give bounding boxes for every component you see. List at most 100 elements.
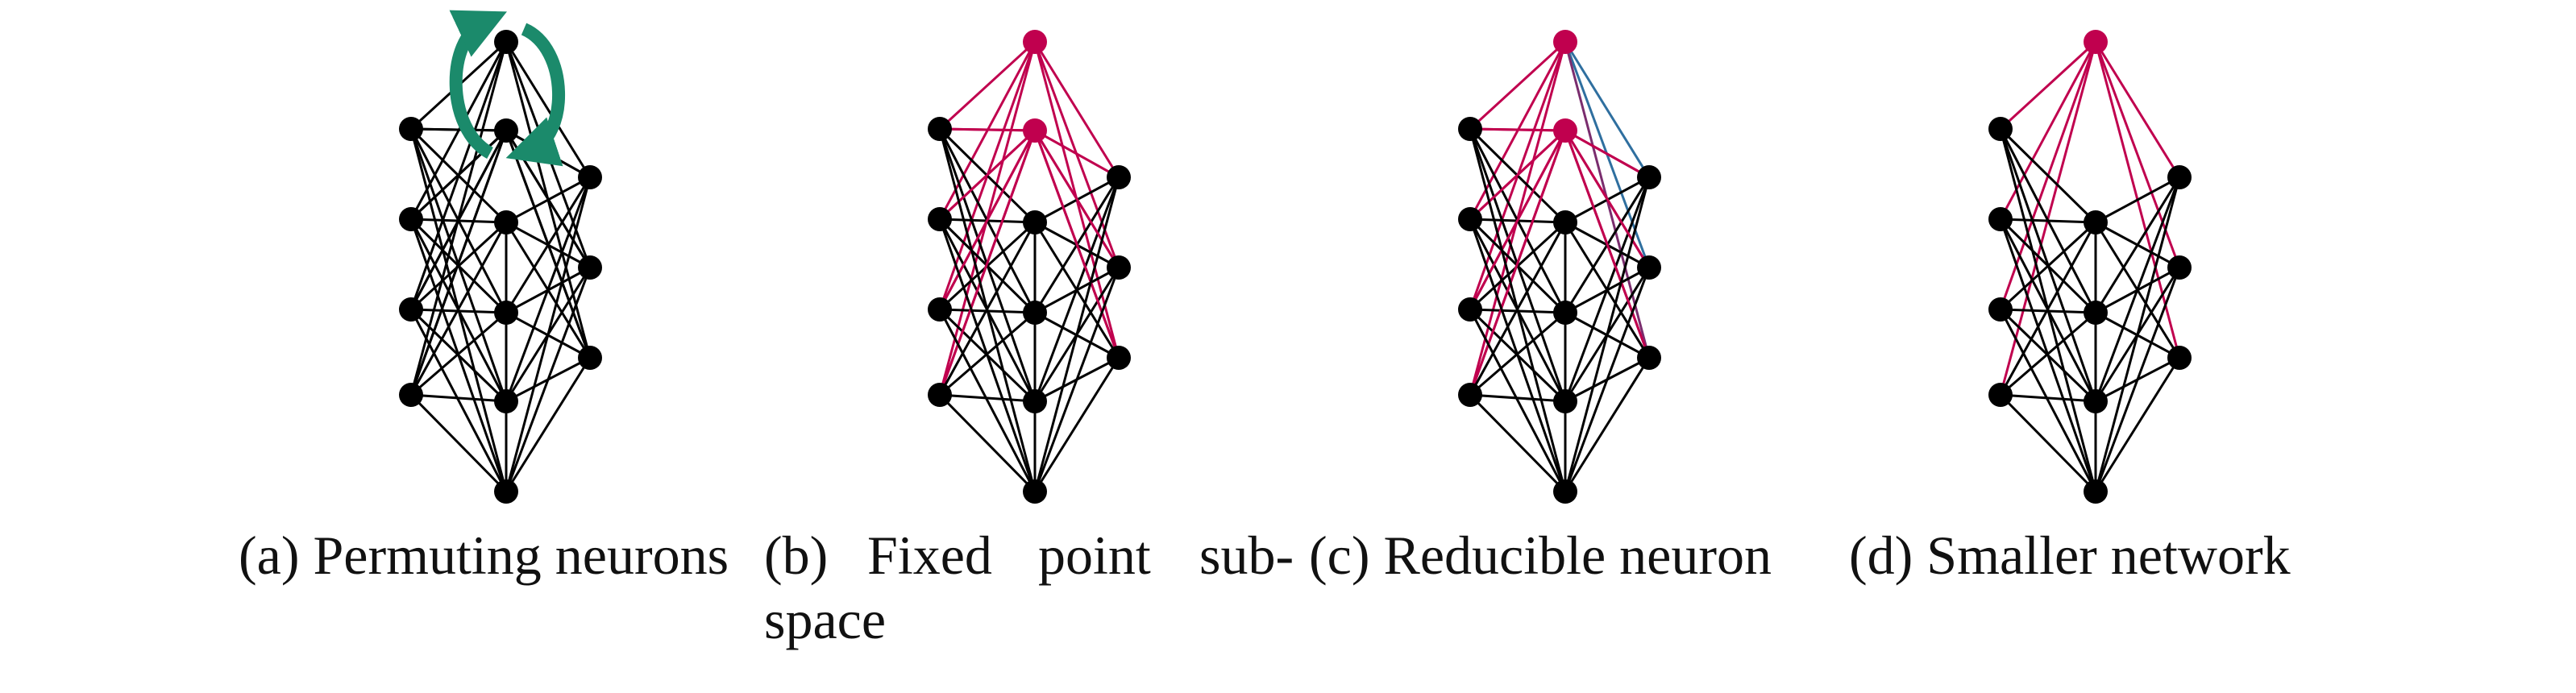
network-node <box>928 383 952 407</box>
network-node <box>1988 297 2013 322</box>
network-edge <box>1034 129 1120 179</box>
network-node <box>1023 479 1047 504</box>
network-edge <box>938 129 1037 221</box>
network-edge <box>410 127 507 132</box>
network-edge <box>2094 41 2181 178</box>
network-edge <box>2094 222 2181 359</box>
network-node <box>1458 383 1482 407</box>
network-node <box>1988 207 2013 231</box>
network-node <box>1637 346 1661 370</box>
network-edge <box>1469 130 1567 310</box>
network-edge <box>1564 222 1651 359</box>
network-edge <box>2095 176 2180 224</box>
network-node <box>399 207 423 231</box>
network-edge <box>938 130 1037 310</box>
caption-b-word: Fixed <box>867 525 992 586</box>
network-node <box>399 383 423 407</box>
network-node <box>1107 165 1131 189</box>
network-node <box>2084 30 2108 54</box>
network-node <box>578 255 602 280</box>
network-edge <box>505 267 592 492</box>
network-edge <box>409 128 508 492</box>
caption-b-word: (b) <box>764 525 829 586</box>
network-node <box>1637 165 1661 189</box>
panel-d-network <box>1988 30 2192 504</box>
network-node <box>1637 255 1661 280</box>
network-edge <box>2094 357 2181 492</box>
network-node <box>2167 346 2192 370</box>
network-edge <box>409 130 508 310</box>
network-edge <box>939 127 1036 132</box>
network-edge <box>938 40 1037 131</box>
network-edge <box>1564 130 1651 359</box>
network-edge <box>1469 128 1567 492</box>
network-node <box>494 30 518 54</box>
network-node <box>399 117 423 141</box>
caption-c: (c) Reducible neuron <box>1309 525 1772 586</box>
network-node <box>1553 389 1577 413</box>
panel-a-network <box>399 10 602 504</box>
network-edge <box>1999 41 2097 220</box>
network-edge <box>1469 40 1567 131</box>
network-edge <box>409 130 508 396</box>
network-node <box>1023 30 1047 54</box>
network-edge <box>505 357 592 492</box>
network-node <box>494 479 518 504</box>
network-edge <box>1999 309 2097 492</box>
network-node <box>2084 210 2108 234</box>
network-edge <box>938 128 1037 492</box>
network-node <box>1553 301 1577 325</box>
network-edge <box>1469 309 1567 492</box>
caption-a: (a) Permuting neurons <box>239 525 729 586</box>
network-edge <box>1564 41 1651 178</box>
caption-b-word: sub- <box>1199 525 1294 586</box>
network-node <box>494 118 518 143</box>
network-edge <box>938 393 1037 493</box>
network-node <box>2084 301 2108 325</box>
network-node <box>928 297 952 322</box>
network-edge <box>1999 40 2097 131</box>
network-edge <box>1469 393 1567 493</box>
network-edge <box>1564 129 1650 179</box>
network-node <box>399 297 423 322</box>
network-node <box>1023 389 1047 413</box>
network-edge <box>1033 222 1120 359</box>
network-edge <box>409 309 508 492</box>
network-edge <box>1564 176 1651 492</box>
network-edge <box>505 41 592 178</box>
network-edge <box>1469 129 1567 221</box>
network-edge <box>1033 176 1120 492</box>
network-edge <box>1469 127 1566 132</box>
network-node <box>2084 479 2108 504</box>
permutation-arrow-icon <box>449 10 507 160</box>
network-node <box>494 301 518 325</box>
panel-c-network <box>1458 30 1661 504</box>
network-edge <box>409 393 508 493</box>
network-node <box>578 346 602 370</box>
network-node <box>1107 346 1131 370</box>
network-node <box>1107 255 1131 280</box>
permutation-arrow-icon <box>505 23 566 167</box>
network-edge <box>1033 130 1120 359</box>
network-node <box>928 117 952 141</box>
network-edge <box>1999 221 2097 311</box>
network-node <box>1023 301 1047 325</box>
network-edge <box>938 218 1037 492</box>
network-edge <box>938 130 1037 396</box>
network-node <box>1023 118 1047 143</box>
caption-b-word: point <box>1038 525 1151 586</box>
network-node <box>578 165 602 189</box>
network-edge <box>409 218 508 492</box>
network-edge <box>1999 128 2097 492</box>
network-edge <box>938 309 1037 492</box>
network-edge <box>2094 267 2181 492</box>
network-node <box>2084 389 2108 413</box>
network-edge <box>1999 127 2097 224</box>
network-node <box>494 389 518 413</box>
network-node <box>1023 210 1047 234</box>
caption-b-word: space <box>764 589 887 650</box>
network-node <box>1988 117 2013 141</box>
network-edge <box>1564 267 1651 492</box>
network-node <box>1553 210 1577 234</box>
